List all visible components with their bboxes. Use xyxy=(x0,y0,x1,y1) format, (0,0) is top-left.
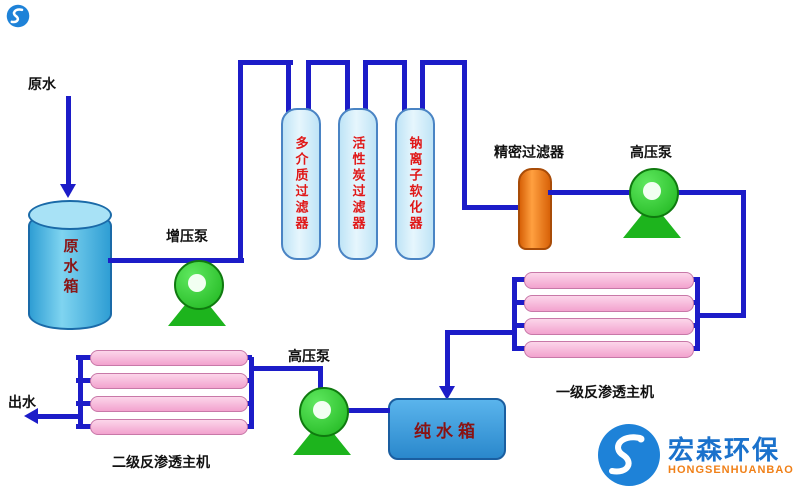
pipe xyxy=(462,205,522,210)
tank-top-ellipse xyxy=(28,200,112,230)
ro1-membrane-tube xyxy=(524,272,694,289)
pipe xyxy=(251,366,321,371)
pipe xyxy=(306,60,311,112)
hp-pump2-label: 高压泵 xyxy=(288,348,330,364)
pipe xyxy=(238,60,293,65)
pipe xyxy=(318,366,323,391)
ro2-left-manifold xyxy=(78,355,83,429)
softener-vessel: 钠离子软化器 xyxy=(395,108,435,260)
ro1-right-manifold xyxy=(695,279,700,351)
pipe xyxy=(512,277,526,282)
pipe xyxy=(462,60,467,210)
pipe xyxy=(690,346,700,351)
booster-pump-label: 增压泵 xyxy=(166,228,208,244)
pipe xyxy=(345,60,350,112)
hp-pump2-icon xyxy=(299,387,349,437)
pipe xyxy=(76,355,92,360)
ro2-membrane-tube xyxy=(90,373,248,389)
pipe-raw-water xyxy=(66,96,71,186)
pipe xyxy=(363,60,368,112)
carbon-filter-vessel: 活性炭过滤器 xyxy=(338,108,378,260)
pipe xyxy=(445,330,515,335)
pipe xyxy=(512,323,526,328)
pipe xyxy=(420,60,467,65)
carbon-filter-label: 活性炭过滤器 xyxy=(350,136,366,232)
pipe xyxy=(38,414,80,419)
pipe xyxy=(76,424,92,429)
pure-water-tank-label: 纯水箱 xyxy=(414,421,480,441)
company-logo-icon xyxy=(598,424,660,486)
outlet-label: 出水 xyxy=(8,394,36,410)
pipe xyxy=(445,330,450,388)
pipe xyxy=(363,60,407,65)
pipe xyxy=(512,300,526,305)
pure-water-tank: 纯水箱 xyxy=(388,398,506,460)
hp-pump1-icon xyxy=(629,168,679,218)
flow-arrow-into-pure-tank-icon xyxy=(439,386,455,400)
pipe xyxy=(741,190,746,318)
ro1-membrane-tube xyxy=(524,341,694,358)
ro1-label: 一级反渗透主机 xyxy=(556,384,654,400)
ro2-membrane-tube xyxy=(90,350,248,366)
ro2-label: 二级反渗透主机 xyxy=(112,454,210,470)
pipe xyxy=(420,60,425,112)
pipe xyxy=(238,60,243,263)
pipe xyxy=(344,408,390,413)
ro2-membrane-tube xyxy=(90,419,248,435)
company-name-en: HONGSENHUANBAO xyxy=(668,464,794,476)
softener-label: 钠离子软化器 xyxy=(407,136,423,232)
ro1-membrane-tube xyxy=(524,295,694,312)
company-logo: 宏森环保 HONGSENHUANBAO xyxy=(596,422,796,494)
flow-arrow-into-tank-icon xyxy=(60,184,76,198)
watermark-logo-icon xyxy=(6,4,30,33)
ro1-left-manifold xyxy=(512,279,517,351)
pipe xyxy=(306,60,350,65)
booster-pump-icon xyxy=(174,260,224,310)
ro1-membrane-tube xyxy=(524,318,694,335)
outlet-arrow-icon xyxy=(24,408,38,424)
pipe xyxy=(108,258,244,263)
pipe xyxy=(699,313,745,318)
multimedia-filter-vessel: 多介质过滤器 xyxy=(281,108,321,260)
hp-pump1-label: 高压泵 xyxy=(630,144,672,160)
pipe xyxy=(690,300,700,305)
precision-filter-label: 精密过滤器 xyxy=(494,144,564,160)
pipe xyxy=(76,378,92,383)
precision-filter-vessel xyxy=(518,168,552,250)
pipe xyxy=(286,60,291,112)
raw-water-tank: 原水箱 xyxy=(28,200,112,330)
raw-water-label: 原水 xyxy=(28,76,56,92)
pipe xyxy=(76,401,92,406)
ro2-right-manifold xyxy=(249,357,254,429)
pipe xyxy=(690,323,700,328)
pipe xyxy=(402,60,407,112)
company-name: 宏森环保 xyxy=(668,435,781,465)
raw-water-tank-label: 原水箱 xyxy=(61,238,79,298)
ro2-membrane-tube xyxy=(90,396,248,412)
pipe xyxy=(512,346,526,351)
multimedia-filter-label: 多介质过滤器 xyxy=(293,136,309,232)
pipe xyxy=(690,277,700,282)
